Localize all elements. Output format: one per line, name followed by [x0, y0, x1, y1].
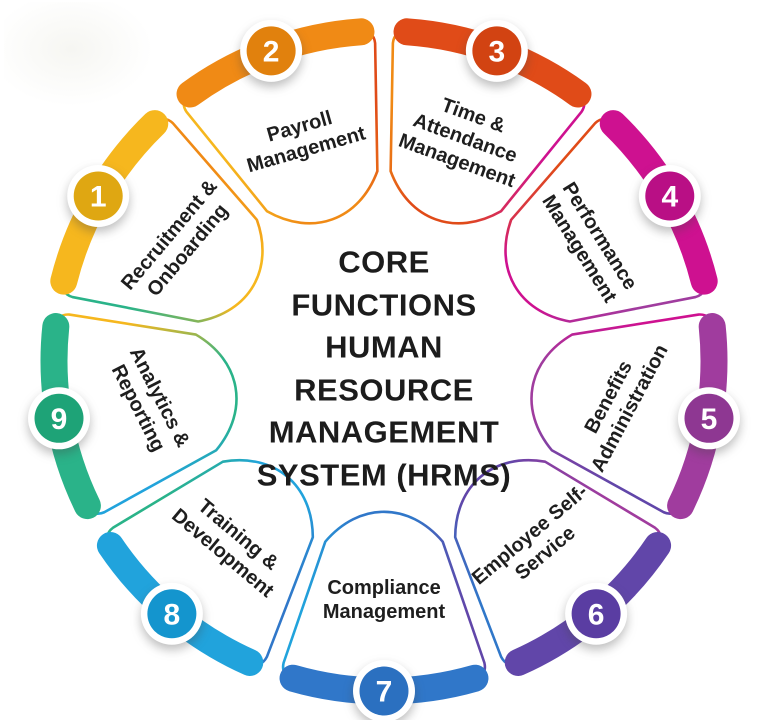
diagram-title: CORE FUNCTIONS HUMAN RESOURCE MANAGEMENT SYST…: [257, 242, 512, 497]
title-line: FUNCTIONS: [291, 287, 477, 322]
segment-badge-5: 5: [677, 387, 740, 450]
title-line: RESOURCE: [294, 372, 474, 407]
title-line: SYSTEM (HRMS): [256, 457, 512, 492]
title-line: CORE: [338, 244, 430, 280]
segment-badge-3: 3: [465, 19, 528, 82]
segment-badge-4: 4: [638, 165, 701, 227]
segment-number-2: 2: [263, 35, 280, 68]
segment-number-5: 5: [701, 403, 718, 436]
segment-badge-1: 1: [67, 165, 130, 227]
segment-number-1: 1: [90, 181, 107, 214]
title-line: HUMAN: [325, 329, 443, 365]
segment-number-8: 8: [164, 598, 181, 631]
segment-badge-9: 9: [28, 387, 91, 450]
segment-number-6: 6: [588, 598, 605, 631]
segment-badge-8: 8: [140, 582, 203, 645]
segment-number-4: 4: [661, 181, 678, 214]
segment-badge-2: 2: [240, 19, 303, 82]
segment-number-3: 3: [489, 35, 506, 68]
title-line: MANAGEMENT: [268, 414, 500, 450]
segment-number-9: 9: [51, 403, 68, 436]
segment-number-7: 7: [376, 676, 393, 709]
segment-badge-7: 7: [353, 660, 415, 720]
segment-badge-6: 6: [565, 582, 628, 645]
